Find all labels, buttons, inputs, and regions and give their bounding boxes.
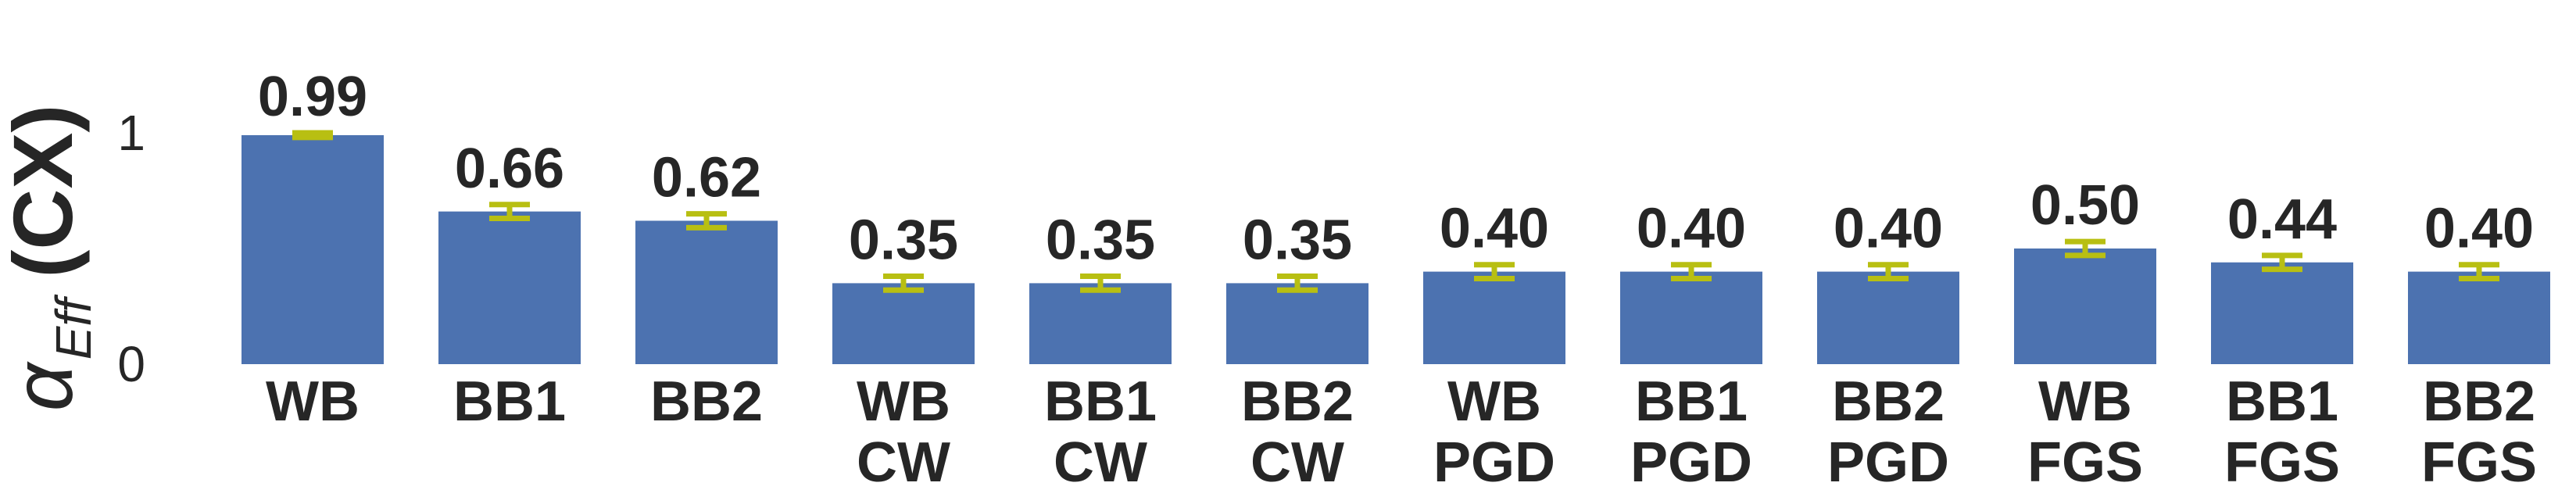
category-label-line: PGD bbox=[1630, 431, 1752, 494]
category-label: BB1 bbox=[453, 370, 566, 433]
error-bar bbox=[2262, 252, 2302, 273]
y-axis-label-symbol: α bbox=[0, 360, 90, 411]
bar bbox=[1029, 283, 1172, 364]
category-label-line: BB2 bbox=[650, 370, 763, 433]
value-label: 0.40 bbox=[1834, 198, 1943, 260]
error-bar bbox=[686, 211, 727, 231]
value-label: 0.40 bbox=[1637, 198, 1746, 260]
bar bbox=[1423, 271, 1565, 364]
category-label-line: BB1 bbox=[1635, 370, 1748, 433]
y-axis-label: α Eff (CX) bbox=[0, 105, 102, 412]
value-label: 0.99 bbox=[258, 66, 367, 128]
error-bar bbox=[1868, 262, 1909, 281]
category-label-line: PGD bbox=[1433, 431, 1555, 494]
error-bar bbox=[489, 202, 530, 222]
bars bbox=[242, 134, 2550, 364]
value-label: 0.62 bbox=[652, 147, 761, 209]
category-label-line: FGS bbox=[2421, 431, 2537, 494]
value-label: 0.50 bbox=[2030, 174, 2140, 237]
value-label: 0.44 bbox=[2227, 188, 2337, 251]
bar bbox=[832, 283, 975, 364]
category-label-line: BB1 bbox=[2226, 370, 2338, 433]
error-bar bbox=[1671, 262, 1712, 281]
category-label-line: WB bbox=[1447, 370, 1541, 433]
value-labels: 0.99 0.66 0.62 0.35 0.35 0.35 0.40 0.40 0.40 0.50… bbox=[258, 66, 2534, 272]
svg-text:α Eff (CX): α Eff (CX) bbox=[0, 105, 102, 412]
value-label: 0.35 bbox=[1243, 209, 1352, 272]
category-label-line: WB bbox=[266, 370, 360, 433]
category-label-line: CW bbox=[1054, 431, 1147, 494]
bar bbox=[242, 134, 384, 364]
value-label: 0.40 bbox=[1440, 198, 1549, 260]
bar bbox=[438, 211, 581, 364]
category-label: WB bbox=[266, 370, 360, 433]
error-bar bbox=[2065, 238, 2106, 259]
category-label-line: BB2 bbox=[1832, 370, 1945, 433]
error-bar bbox=[1277, 274, 1318, 293]
category-label-line: PGD bbox=[1827, 431, 1949, 494]
category-label-line: BB1 bbox=[1044, 370, 1157, 433]
value-label: 0.40 bbox=[2424, 198, 2534, 260]
category-label-line: CW bbox=[857, 431, 950, 494]
category-label-line: WB bbox=[857, 370, 950, 433]
bar bbox=[1620, 271, 1762, 364]
category-label-line: BB1 bbox=[453, 370, 566, 433]
error-bar bbox=[292, 130, 333, 141]
bar bbox=[1817, 271, 1959, 364]
value-label: 0.66 bbox=[455, 138, 564, 200]
category-label-line: CW bbox=[1250, 431, 1344, 494]
category-label-line: WB bbox=[2038, 370, 2132, 433]
bar bbox=[2014, 248, 2156, 364]
bar bbox=[2211, 262, 2353, 364]
category-label: BB2 bbox=[650, 370, 763, 433]
y-tick-label: 0 bbox=[117, 336, 145, 392]
category-label-line: BB2 bbox=[2423, 370, 2535, 433]
category-label-line: BB2 bbox=[1241, 370, 1354, 433]
error-bar bbox=[883, 274, 924, 293]
y-axis-label-subscript: Eff bbox=[45, 294, 102, 359]
bar bbox=[635, 220, 778, 364]
category-label-line: FGS bbox=[2224, 431, 2340, 494]
error-bar bbox=[2459, 262, 2499, 281]
error-bar bbox=[1474, 262, 1515, 281]
value-label: 0.35 bbox=[849, 209, 958, 272]
y-axis-ticks: 01 bbox=[117, 105, 145, 392]
bar bbox=[1226, 283, 1368, 364]
error-bars bbox=[292, 130, 2499, 293]
bar bbox=[2408, 271, 2550, 364]
error-bar bbox=[1080, 274, 1121, 293]
value-label: 0.35 bbox=[1046, 209, 1155, 272]
y-tick-label: 1 bbox=[117, 105, 145, 161]
category-label-line: FGS bbox=[2027, 431, 2143, 494]
y-axis-label-suffix: (CX) bbox=[0, 105, 90, 278]
